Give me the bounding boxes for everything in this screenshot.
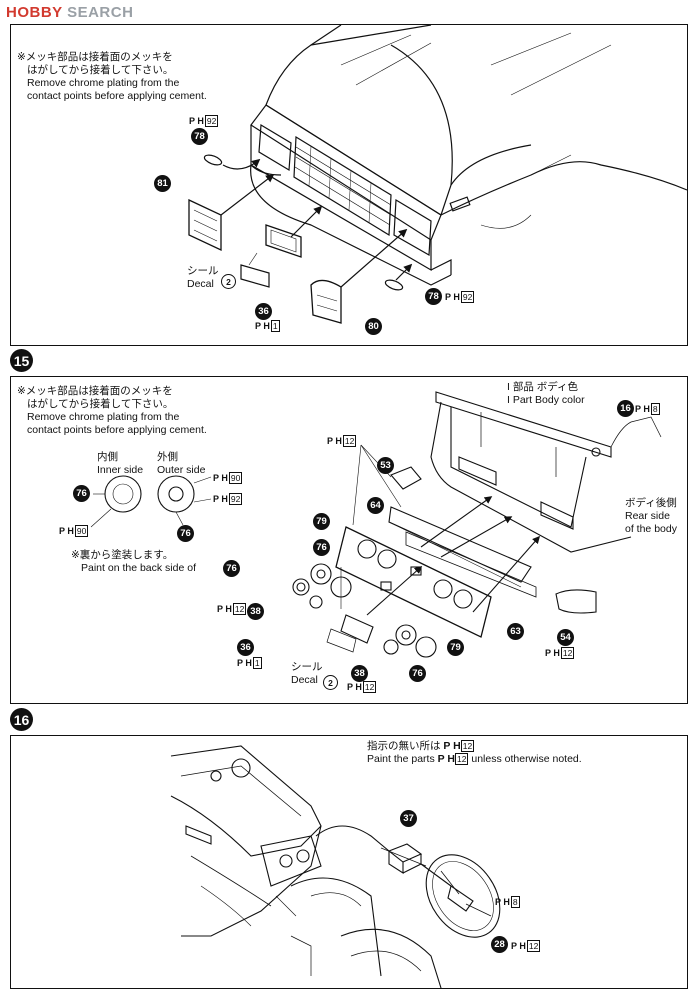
part-76-icon: 76 — [223, 560, 240, 577]
decal-label: シール Decal — [187, 265, 219, 291]
outer-side-label: 外側 Outer side — [157, 451, 205, 477]
part-16-icon: 16 — [617, 400, 634, 417]
part-76-icon: 76 — [313, 539, 330, 556]
outer-en: Outer side — [157, 464, 206, 476]
rear-en-1: Rear side — [625, 510, 670, 522]
part-81-icon: 81 — [154, 175, 171, 192]
chrome-note-en-2: contact points before applying cement. — [27, 424, 207, 436]
step-15-panel: ※メッキ部品は接着面のメッキを はがしてから接着して下さい。 Remove ch… — [10, 376, 688, 704]
part-54-icon: 54 — [557, 629, 574, 646]
decal-jp: シール — [291, 661, 323, 673]
paint-jp: ※裏から塗装します。 — [71, 549, 174, 561]
chrome-note: ※メッキ部品は接着面のメッキを はがしてから接着して下さい。 Remove ch… — [17, 385, 207, 437]
part-78-icon: 78 — [191, 128, 208, 145]
decal-2-icon: 2 — [221, 274, 236, 289]
inner-side-label: 内側 Inner side — [97, 451, 143, 477]
rear-side-label: ボディ後側 Rear side of the body — [625, 497, 677, 536]
part-79-icon: 79 — [313, 513, 330, 530]
paint-default-en-1: Paint the parts — [367, 753, 435, 765]
part-36-icon: 36 — [237, 639, 254, 656]
part-38-icon: 38 — [247, 603, 264, 620]
chrome-note-en-1: Remove chrome plating from the — [27, 411, 180, 423]
watermark: HOBBY SEARCH — [6, 4, 133, 21]
step-15-number: 15 — [10, 349, 33, 372]
watermark-prefix: HOBBY — [6, 4, 63, 21]
i-part-jp: I 部品 ボディ色 — [507, 381, 579, 393]
inner-jp: 内側 — [97, 451, 118, 463]
part-28-icon: 28 — [491, 936, 508, 953]
part-78-icon: 78 — [425, 288, 442, 305]
outer-jp: 外側 — [157, 451, 178, 463]
part-36-icon: 36 — [255, 303, 272, 320]
paint-default-en-2: unless otherwise noted. — [471, 753, 582, 765]
decal-label: シール Decal — [291, 661, 323, 687]
chrome-note-jp-1: ※メッキ部品は接着面のメッキを — [17, 51, 173, 63]
part-64-icon: 64 — [367, 497, 384, 514]
part-63-icon: 63 — [507, 623, 524, 640]
part-37-icon: 37 — [400, 810, 417, 827]
paint-en-line: Paint on the back side of — [71, 562, 196, 575]
ph-paint-ref-icon: 12 — [460, 740, 475, 752]
chrome-note: ※メッキ部品は接着面のメッキを はがしてから接着して下さい。 Remove ch… — [17, 51, 207, 103]
part-53-icon: 53 — [377, 457, 394, 474]
paint-back-note: ※裏から塗装します。 Paint on the back side of — [71, 549, 196, 575]
decal-en: Decal — [291, 674, 318, 686]
part-80-icon: 80 — [365, 318, 382, 335]
step-14-panel: ※メッキ部品は接着面のメッキを はがしてから接着して下さい。 Remove ch… — [10, 24, 688, 346]
rear-panel-diagram — [90, 391, 662, 658]
part-38-icon: 38 — [351, 665, 368, 682]
decal-jp: シール — [187, 265, 219, 277]
chrome-note-en-2: contact points before applying cement. — [27, 90, 207, 102]
rear-jp: ボディ後側 — [625, 497, 677, 509]
step-16-number: 16 — [10, 708, 33, 731]
paint-default-jp: 指示の無い所は — [367, 740, 441, 752]
front-grille-diagram — [188, 25, 687, 324]
i-part-label: I 部品 ボディ色 I Part Body color — [507, 381, 585, 407]
watermark-suffix: SEARCH — [67, 4, 134, 21]
dashboard-diagram — [170, 745, 501, 988]
decal-en: Decal — [187, 278, 214, 290]
paint-en: Paint on the back side of — [81, 562, 196, 574]
inner-en: Inner side — [97, 464, 144, 476]
i-part-en: I Part Body color — [507, 394, 585, 406]
decal-2-icon: 2 — [323, 675, 338, 690]
rear-en-2: of the body — [625, 523, 677, 535]
chrome-note-jp-1: ※メッキ部品は接着面のメッキを — [17, 385, 173, 397]
part-79-icon: 79 — [447, 639, 464, 656]
ph-paint-ref-icon: 12 — [454, 753, 469, 765]
part-76-icon: 76 — [409, 665, 426, 682]
part-76-icon: 76 — [177, 525, 194, 542]
chrome-note-jp-2: はがしてから接着して下さい。 — [27, 64, 174, 76]
chrome-note-en-1: Remove chrome plating from the — [27, 77, 180, 89]
part-76-icon: 76 — [73, 485, 90, 502]
chrome-note-jp-2: はがしてから接着して下さい。 — [27, 398, 174, 410]
